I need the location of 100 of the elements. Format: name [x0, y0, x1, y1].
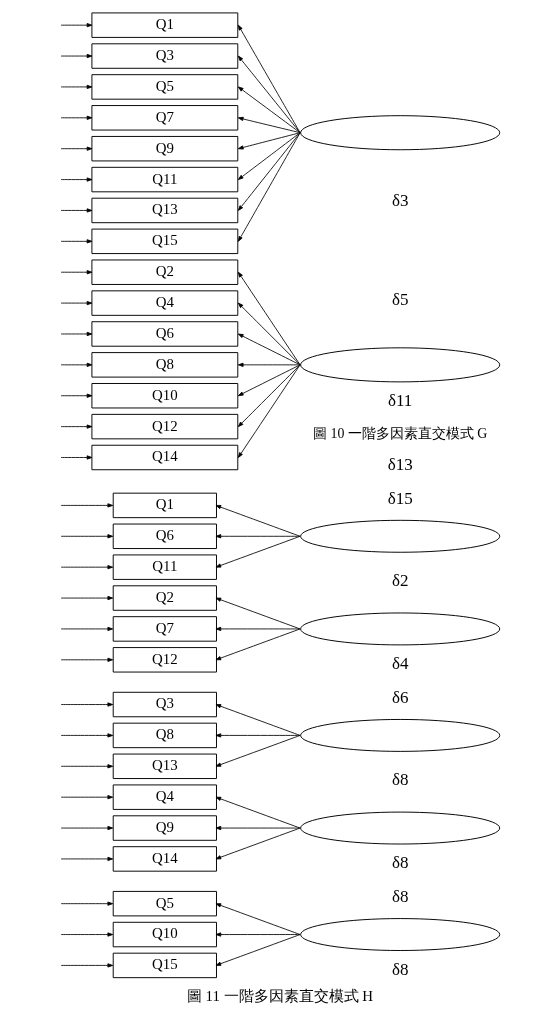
- node-box: Q8: [112, 722, 217, 749]
- node-box: Q14: [91, 444, 239, 471]
- node-box: Q14: [112, 846, 217, 872]
- arrow: [60, 53, 93, 59]
- node-box: Q6: [91, 321, 239, 347]
- label: δ8: [391, 959, 409, 979]
- node-box: Q9: [91, 135, 239, 162]
- arrow: [237, 24, 301, 134]
- label: δ3: [391, 190, 409, 210]
- arrow: [60, 764, 114, 769]
- arrow: [215, 827, 301, 860]
- arrow: [60, 901, 114, 906]
- caption: 圖 11 一階多因素直交模式 H: [186, 987, 374, 1004]
- arrow: [237, 132, 301, 211]
- arrow: [215, 534, 301, 539]
- arrow: [237, 271, 301, 366]
- arrow: [60, 856, 114, 862]
- label: δ13: [387, 455, 413, 475]
- arrow: [215, 796, 301, 829]
- arrow: [215, 903, 301, 935]
- arrow: [60, 146, 93, 151]
- arrow: [60, 424, 93, 429]
- node-box: Q9: [112, 815, 217, 841]
- arrow: [60, 393, 93, 398]
- node-ellipse: [300, 811, 501, 845]
- node-ellipse: [300, 612, 501, 646]
- arrow: [237, 364, 301, 428]
- node-box: Q1: [112, 492, 217, 519]
- node-box: Q13: [91, 197, 239, 224]
- arrow: [60, 23, 93, 28]
- arrow: [215, 626, 301, 632]
- arrow: [60, 534, 114, 539]
- label: δ2: [391, 571, 409, 591]
- arrow: [60, 115, 93, 120]
- node-box: Q1: [91, 12, 239, 38]
- arrow: [215, 597, 301, 630]
- node-box: Q3: [112, 691, 217, 718]
- node-ellipse: [300, 519, 501, 553]
- node-box: Q11: [112, 554, 217, 580]
- label: δ8: [391, 887, 409, 907]
- node-box: Q15: [112, 952, 217, 979]
- arrow: [60, 362, 93, 367]
- arrow: [60, 963, 114, 968]
- arrow: [237, 132, 301, 150]
- node-ellipse: [300, 918, 501, 951]
- label: δ4: [391, 654, 409, 674]
- node-box: Q4: [112, 784, 217, 810]
- arrow: [237, 55, 301, 134]
- node-ellipse: [300, 347, 501, 383]
- arrow: [60, 455, 93, 460]
- arrow: [237, 132, 301, 180]
- node-box: Q8: [91, 352, 239, 378]
- arrow: [237, 364, 301, 458]
- node-box: Q2: [112, 585, 217, 611]
- arrow: [215, 934, 301, 966]
- arrow: [60, 503, 114, 508]
- label: δ15: [387, 489, 413, 509]
- node-box: Q2: [91, 259, 239, 285]
- arrow: [215, 704, 301, 736]
- node-box: Q4: [91, 290, 239, 316]
- arrow: [60, 301, 93, 306]
- arrow: [215, 505, 301, 537]
- arrow: [60, 702, 114, 707]
- arrow: [215, 535, 301, 568]
- arrow: [237, 86, 301, 134]
- arrow: [60, 657, 114, 662]
- arrow: [215, 733, 301, 738]
- node-box: Q10: [112, 921, 217, 948]
- node-box: Q6: [112, 523, 217, 549]
- arrow: [60, 208, 93, 213]
- label: δ5: [391, 290, 409, 310]
- arrow: [215, 825, 301, 831]
- arrow: [60, 825, 114, 831]
- arrow: [60, 331, 93, 337]
- label: 圖 10 一階多因素直交模式 G: [313, 425, 488, 441]
- arrow: [60, 795, 114, 800]
- label: δ8: [391, 770, 409, 790]
- arrow: [237, 302, 301, 366]
- arrow: [60, 84, 93, 90]
- node-box: Q13: [112, 753, 217, 779]
- node-box: Q5: [112, 890, 217, 917]
- arrow: [237, 364, 301, 397]
- node-box: Q10: [91, 383, 239, 409]
- node-box: Q5: [91, 74, 239, 100]
- arrow: [215, 932, 301, 937]
- arrow: [215, 735, 301, 767]
- node-box: Q7: [91, 105, 239, 131]
- arrow: [60, 565, 114, 570]
- arrow: [60, 626, 114, 632]
- arrow: [60, 932, 114, 937]
- label: δ11: [387, 391, 413, 411]
- arrow: [215, 628, 301, 661]
- arrow: [237, 362, 301, 367]
- node-box: Q11: [91, 166, 239, 193]
- arrow: [60, 270, 93, 275]
- node-box: Q12: [91, 413, 239, 440]
- arrow: [237, 333, 301, 366]
- node-ellipse: [300, 718, 501, 752]
- label: δ6: [391, 688, 409, 708]
- node-box: Q15: [91, 228, 239, 255]
